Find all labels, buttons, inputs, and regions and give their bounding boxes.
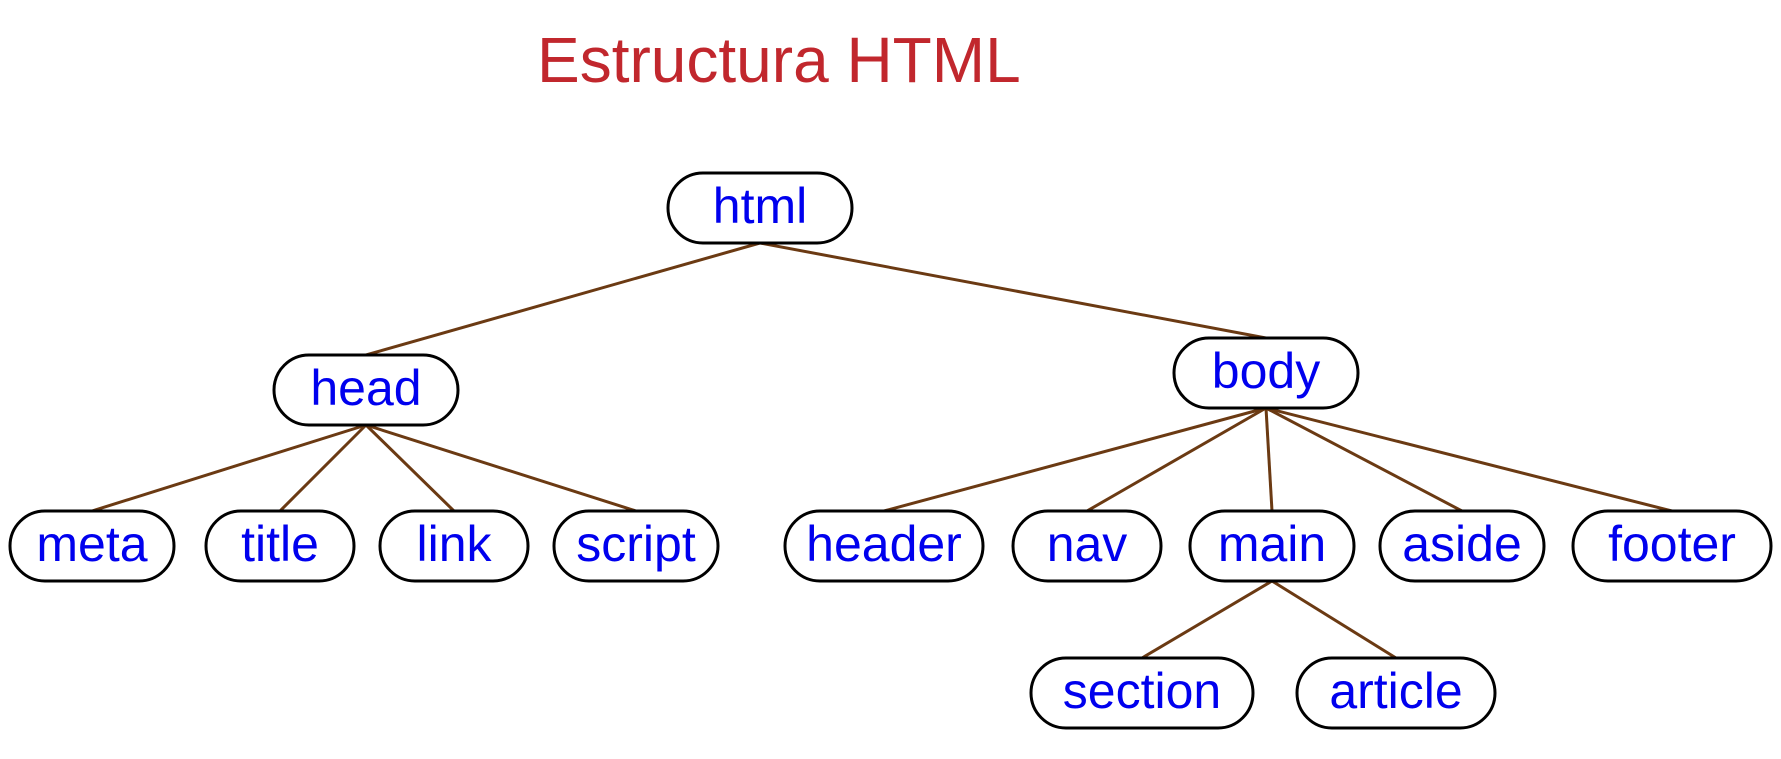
nodes: html head meta title link script body header nav…: [8, 171, 1773, 730]
node-label: header: [806, 516, 962, 572]
node-nav: nav: [1011, 509, 1163, 583]
edge-main-article: [1271, 579, 1397, 660]
edge-body-header: [883, 406, 1267, 513]
node-main: main: [1188, 509, 1356, 583]
node-label: main: [1218, 516, 1326, 572]
edge-head-meta: [91, 423, 367, 513]
node-html: html: [666, 171, 854, 245]
node-box: [1188, 509, 1356, 583]
node-box: [1378, 509, 1546, 583]
edges: [91, 241, 1673, 660]
node-head: head: [272, 353, 460, 427]
edge-head-title: [278, 423, 368, 513]
node-section: section: [1029, 656, 1255, 730]
node-label: link: [416, 516, 492, 572]
node-label: article: [1329, 663, 1462, 719]
node-box: [272, 353, 460, 427]
node-label: script: [576, 516, 696, 572]
node-meta: meta: [8, 509, 176, 583]
node-label: footer: [1608, 516, 1736, 572]
node-box: [552, 509, 720, 583]
node-box: [378, 509, 530, 583]
node-article: article: [1295, 656, 1497, 730]
edge-body-footer: [1265, 406, 1673, 513]
node-box: [1029, 656, 1255, 730]
node-aside: aside: [1378, 509, 1546, 583]
node-box: [1571, 509, 1773, 583]
node-box: [204, 509, 356, 583]
node-box: [666, 171, 854, 245]
node-label: section: [1063, 663, 1221, 719]
node-title: title: [204, 509, 356, 583]
edge-body-aside: [1265, 406, 1463, 513]
node-box: [1011, 509, 1163, 583]
node-box: [1295, 656, 1497, 730]
edge-main-section: [1141, 579, 1273, 660]
edge-body-nav: [1086, 406, 1267, 513]
diagram-title: Estructura HTML: [537, 24, 1021, 96]
node-box: [8, 509, 176, 583]
node-link: link: [378, 509, 530, 583]
edge-html-body: [759, 241, 1267, 340]
edge-body-main: [1264, 407, 1274, 512]
node-body: body: [1172, 336, 1360, 410]
node-label: html: [713, 178, 807, 234]
node-box: [783, 509, 985, 583]
edge-head-script: [365, 423, 637, 513]
node-label: meta: [36, 516, 147, 572]
node-label: nav: [1047, 516, 1128, 572]
edge-head-link: [364, 423, 456, 513]
edge-html-head: [365, 241, 761, 357]
node-label: head: [310, 360, 421, 416]
node-label: title: [241, 516, 319, 572]
node-box: [1172, 336, 1360, 410]
node-script: script: [552, 509, 720, 583]
node-header: header: [783, 509, 985, 583]
node-footer: footer: [1571, 509, 1773, 583]
node-label: aside: [1402, 516, 1522, 572]
node-label: body: [1212, 343, 1320, 399]
